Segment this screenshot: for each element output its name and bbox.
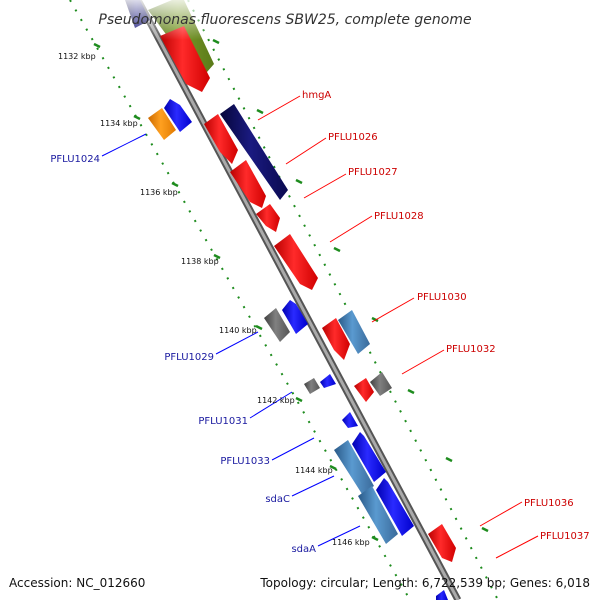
gene-arrow-PFLU1033[interactable] <box>342 412 358 428</box>
gene-arrow-PFLU1030[interactable] <box>338 310 370 354</box>
major-ticks <box>93 38 489 542</box>
gene-arrow-PFLU1027[interactable] <box>256 204 280 232</box>
gene-label-PFLU1027[interactable]: PFLU1027 <box>348 167 398 178</box>
gene-label-PFLU1032[interactable]: PFLU1032 <box>446 344 496 355</box>
gene-label-hmgA[interactable]: hmgA <box>302 90 331 101</box>
tick-label: 1144 kbp <box>295 466 333 475</box>
forward-gene-labels: hmgA PFLU1026 PFLU1027 PFLU1028 PFLU1030… <box>302 90 590 542</box>
tick-label: 1134 kbp <box>100 119 138 128</box>
tick-labels: 1132 kbp 1134 kbp 1136 kbp 1138 kbp 1140… <box>58 52 370 547</box>
gene-arrow[interactable] <box>304 378 320 394</box>
tick-label: 1132 kbp <box>58 52 96 61</box>
gene-arrow-sdaA[interactable] <box>376 478 414 536</box>
gene-label-PFLU1024[interactable]: PFLU1024 <box>50 154 100 165</box>
gene-label-PFLU1033[interactable]: PFLU1033 <box>220 456 270 467</box>
gene-arrow-PFLU1036[interactable] <box>428 524 456 562</box>
tick-label: 1146 kbp <box>332 538 370 547</box>
label-leaders <box>101 95 539 559</box>
reverse-gene-labels: PFLU1024 PFLU1029 PFLU1031 PFLU1033 sdaC… <box>50 154 316 555</box>
tick-label: 1136 kbp <box>140 188 178 197</box>
gene-arrow-PFLU1028[interactable] <box>274 234 318 290</box>
gene-arrow[interactable] <box>282 300 308 334</box>
gene-label-sdaC[interactable]: sdaC <box>265 494 290 505</box>
gene-arrow[interactable] <box>354 378 374 402</box>
gene-arrow[interactable] <box>334 440 374 494</box>
gene-arrow[interactable] <box>358 486 398 544</box>
gene-arrow[interactable] <box>164 99 192 132</box>
tick-track-inner <box>69 0 411 600</box>
genome-backbone <box>134 0 462 600</box>
map-title: Pseudomonas fluorescens SBW25, complete … <box>98 12 471 28</box>
gene-arrow-hmgA[interactable] <box>204 114 238 164</box>
gene-arrow[interactable] <box>320 374 336 388</box>
gene-label-PFLU1031[interactable]: PFLU1031 <box>198 416 248 427</box>
topology-text: Topology: circular; Length: 6,722,539 bp… <box>259 576 590 590</box>
gene-arrow[interactable] <box>264 308 290 342</box>
gene-arrow[interactable] <box>436 590 448 600</box>
gene-arrows <box>100 0 456 600</box>
gene-label-PFLU1030[interactable]: PFLU1030 <box>417 292 467 303</box>
gene-label-PFLU1026[interactable]: PFLU1026 <box>328 132 378 143</box>
tick-track-outer <box>187 0 499 600</box>
gene-arrow[interactable] <box>160 26 210 92</box>
tick-label: 1138 kbp <box>181 257 219 266</box>
gene-label-PFLU1036[interactable]: PFLU1036 <box>524 498 574 509</box>
gene-arrow-sdaC[interactable] <box>352 432 386 482</box>
gene-label-PFLU1037[interactable]: PFLU1037 <box>540 531 590 542</box>
tick-label: 1140 kbp <box>219 326 257 335</box>
gene-arrow-PFLU1026[interactable] <box>220 104 288 200</box>
gene-label-PFLU1029[interactable]: PFLU1029 <box>164 352 214 363</box>
gene-label-PFLU1028[interactable]: PFLU1028 <box>374 211 424 222</box>
accession-text: Accession: NC_012660 <box>9 576 145 590</box>
gene-arrow[interactable] <box>230 160 266 208</box>
tick-label: 1142 kbp <box>257 396 295 405</box>
gene-arrow[interactable] <box>322 318 350 360</box>
gene-label-sdaA[interactable]: sdaA <box>291 544 316 555</box>
gene-arrow[interactable] <box>148 108 176 140</box>
gene-arrow-PFLU1032[interactable] <box>370 372 392 396</box>
